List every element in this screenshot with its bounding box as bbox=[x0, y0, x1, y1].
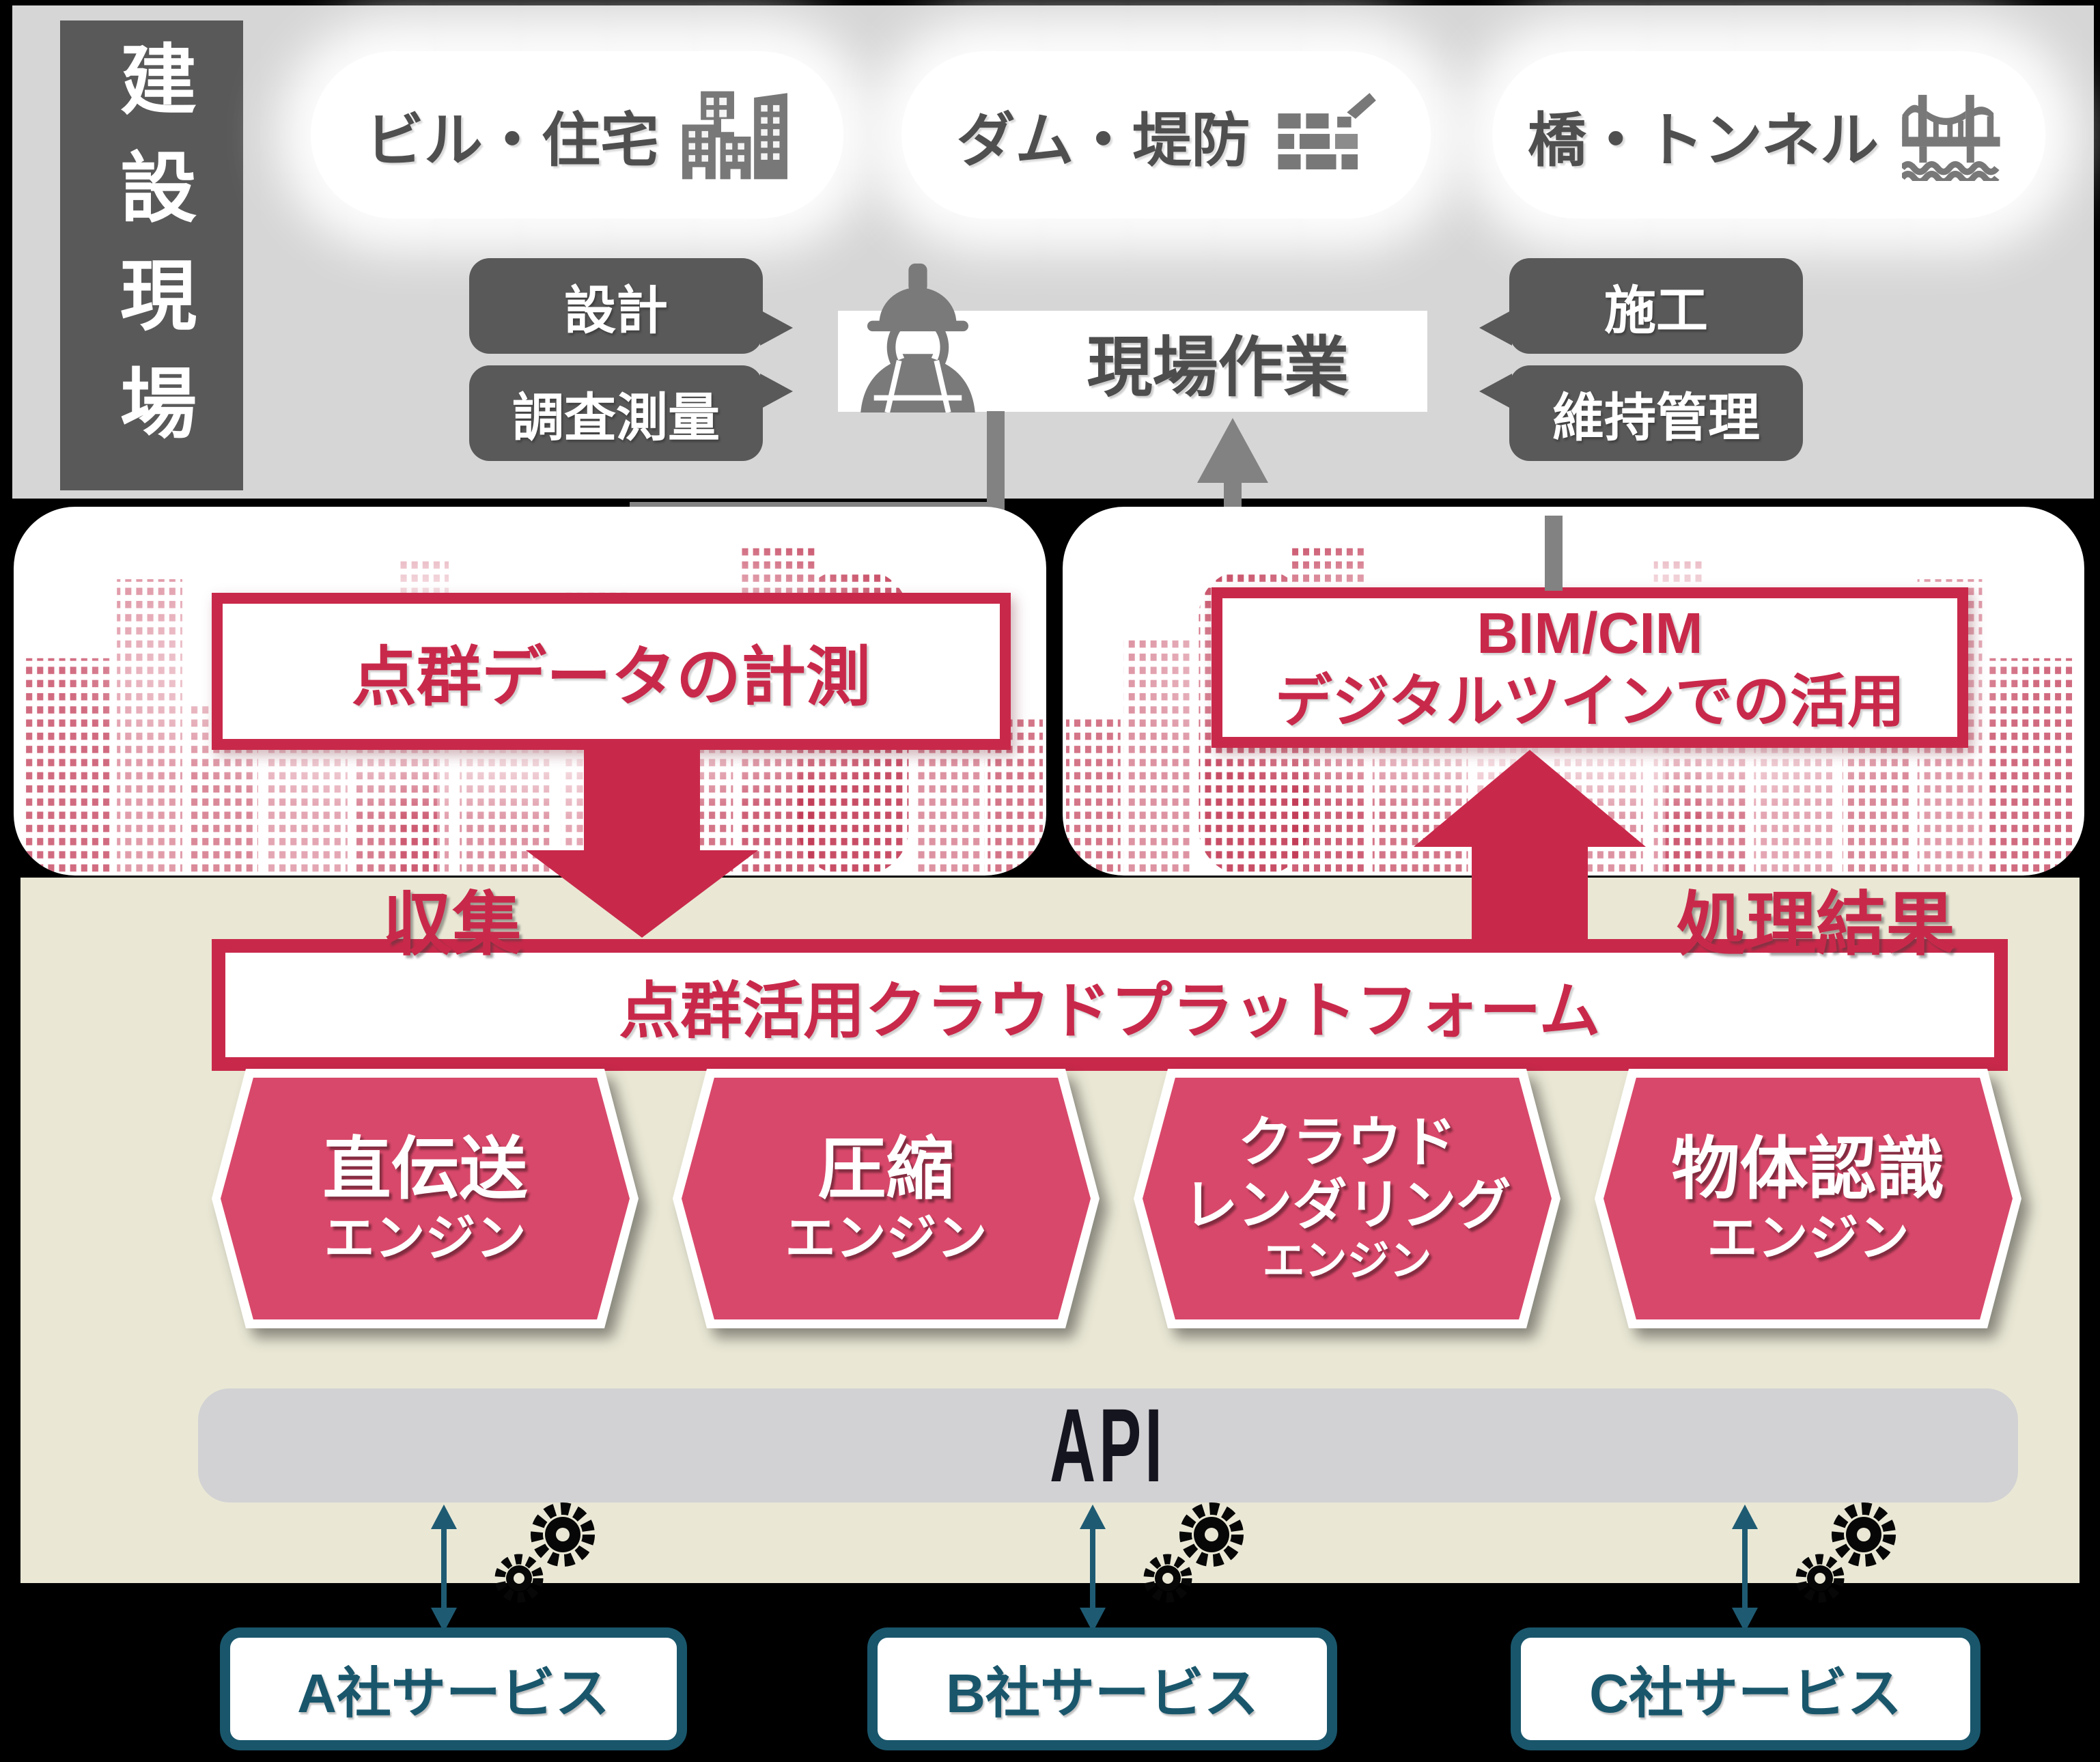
category-bridge-label: 橋・トンネル bbox=[1527, 108, 1879, 173]
brick-wall-icon bbox=[1277, 92, 1376, 169]
service-c-label: C社サービス bbox=[1589, 1663, 1902, 1724]
engine-label: 直伝送 bbox=[322, 1130, 528, 1207]
hexagon-body: 物体認識 エンジン bbox=[1604, 1078, 2013, 1319]
tag-construction: 施工 bbox=[1479, 258, 1803, 354]
hexagon-body: 直伝送 エンジン bbox=[221, 1078, 630, 1319]
gears-icon bbox=[1795, 1502, 1896, 1603]
engine-cloud-rendering: クラウド レンダリング エンジン bbox=[1134, 1069, 1560, 1328]
point-cloud-measurement-box: 点群データの計測 bbox=[212, 593, 1011, 750]
engine-label: エンジン bbox=[785, 1209, 988, 1266]
tag-design: 設計 bbox=[469, 258, 793, 354]
category-buildings-label: ビル・住宅 bbox=[365, 108, 659, 173]
engine-label: エンジン bbox=[1262, 1237, 1432, 1285]
gears-icon bbox=[1143, 1502, 1244, 1603]
engine-label: レンダリング bbox=[1183, 1175, 1511, 1236]
service-a-label: A社サービス bbox=[297, 1663, 610, 1724]
engine-label: 圧縮 bbox=[817, 1130, 955, 1207]
speech-tail bbox=[760, 374, 793, 409]
result-arrow-shaft bbox=[1472, 845, 1588, 941]
hexagon-body: 圧縮 エンジン bbox=[682, 1078, 1091, 1319]
gray-arrowhead-up bbox=[1197, 418, 1268, 483]
bim-cim-line1: BIM/CIM bbox=[1476, 601, 1703, 666]
engine-label: クラウド bbox=[1237, 1112, 1457, 1173]
engine-compression: 圧縮 エンジン bbox=[673, 1069, 1100, 1328]
service-c-box: C社サービス bbox=[1511, 1627, 1980, 1750]
collect-arrowhead bbox=[526, 850, 758, 938]
engine-object-recognition: 物体認識 エンジン bbox=[1595, 1069, 2021, 1328]
tag-construction-label: 施工 bbox=[1604, 282, 1708, 340]
service-a-box: A社サービス bbox=[220, 1627, 687, 1750]
speech-tail bbox=[1479, 310, 1512, 346]
category-buildings: ビル・住宅 bbox=[311, 51, 843, 219]
category-dam-label: ダム・堤防 bbox=[956, 108, 1250, 173]
speech-tail bbox=[1479, 374, 1512, 409]
engine-label: エンジン bbox=[324, 1209, 527, 1266]
result-arrowhead bbox=[1414, 750, 1646, 847]
category-dam: ダム・堤防 bbox=[901, 51, 1431, 219]
engine-direct-transfer: 直伝送 エンジン bbox=[212, 1069, 639, 1328]
buildings-icon bbox=[682, 91, 787, 179]
service-b-box: B社サービス bbox=[867, 1627, 1337, 1750]
bim-cim-box: BIM/CIM デジタルツインでの活用 bbox=[1212, 587, 1968, 748]
platform-banner: 点群活用クラウドプラットフォーム bbox=[212, 939, 2008, 1071]
connector-down-from-fieldwork bbox=[987, 411, 1005, 520]
construction-worker-icon bbox=[860, 263, 975, 412]
bim-cim-line2: デジタルツインでの活用 bbox=[1274, 669, 1905, 733]
teal-connector bbox=[1090, 1523, 1095, 1612]
teal-connector bbox=[441, 1523, 447, 1612]
service-b-label: B社サービス bbox=[946, 1663, 1259, 1724]
engine-label: 物体認識 bbox=[1671, 1130, 1945, 1207]
engine-label: エンジン bbox=[1707, 1209, 1909, 1266]
collect-label: 収集 bbox=[382, 886, 522, 964]
tag-design-label: 設計 bbox=[564, 282, 668, 340]
hexagon-body: クラウド レンダリング エンジン bbox=[1143, 1078, 1552, 1319]
collect-arrow-shaft bbox=[584, 750, 700, 852]
tag-maintenance-label: 維持管理 bbox=[1552, 389, 1760, 447]
platform-banner-label: 点群活用クラウドプラットフォーム bbox=[619, 977, 1601, 1046]
api-label: API bbox=[1050, 1386, 1166, 1504]
construction-site-label: 建設現場 bbox=[109, 40, 195, 471]
bridge-icon bbox=[1902, 94, 2000, 181]
tag-maintenance: 維持管理 bbox=[1479, 365, 1803, 461]
teal-connector bbox=[1742, 1523, 1748, 1612]
tag-survey: 調査測量 bbox=[469, 365, 793, 461]
city-panel-left bbox=[14, 507, 1046, 876]
tag-survey-label: 調査測量 bbox=[512, 389, 720, 447]
api-bar: API bbox=[198, 1386, 2018, 1504]
connector-up-from-bim bbox=[1545, 516, 1563, 591]
speech-tail bbox=[760, 310, 793, 346]
gears-icon bbox=[494, 1502, 595, 1603]
construction-site-label-box: 建設現場 bbox=[60, 20, 243, 490]
category-bridge: 橋・トンネル bbox=[1492, 51, 2045, 219]
result-label: 処理結果 bbox=[1677, 886, 1955, 964]
field-work-label: 現場作業 bbox=[1087, 331, 1349, 404]
point-cloud-measurement-label: 点群データの計測 bbox=[351, 641, 871, 714]
